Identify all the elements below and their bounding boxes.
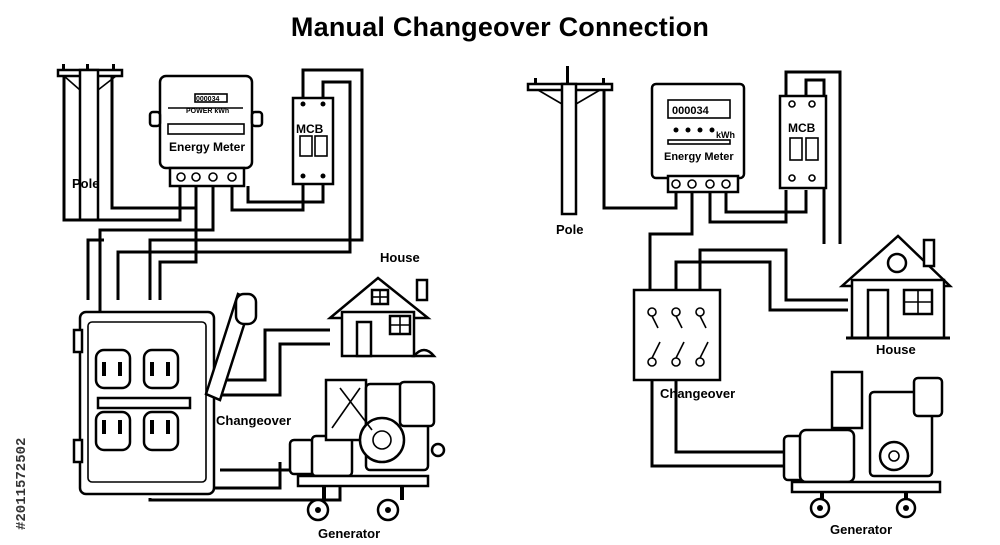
right-pole-label: Pole <box>556 222 583 237</box>
left-generator-icon <box>288 378 446 522</box>
left-house-label: House <box>380 250 420 265</box>
left-wires <box>62 68 364 502</box>
right-generator-label: Generator <box>830 522 892 537</box>
right-changeover-label: Changeover <box>660 386 735 401</box>
left-changeover-switch <box>72 292 258 496</box>
left-generator-label: Generator <box>318 526 380 541</box>
right-mcb <box>778 94 828 190</box>
left-diagram: Pole 000034 POWER kWh Energy Meter <box>56 64 446 541</box>
right-pole-icon <box>526 66 614 216</box>
left-meter-label: Energy Meter <box>169 140 245 154</box>
left-pole-icon <box>56 64 124 222</box>
right-energy-meter <box>650 82 746 194</box>
right-mcb-label: MCB <box>788 121 816 135</box>
page-title: Manual Changeover Connection <box>290 12 710 42</box>
right-diagram: Pole <box>526 66 954 537</box>
left-mcb-label: MCB <box>296 122 324 136</box>
left-mcb <box>291 96 335 186</box>
right-house-label: House <box>876 342 916 357</box>
right-meter-label: Energy Meter <box>664 151 734 163</box>
right-wires <box>602 70 848 468</box>
left-pole-label: Pole <box>72 176 99 191</box>
right-generator-icon <box>782 370 944 519</box>
left-changeover-label: Changeover <box>216 413 291 428</box>
left-house-icon <box>326 276 437 358</box>
left-meter-power-text: POWER kWh <box>186 108 229 115</box>
left-meter-reading: 000034 <box>196 96 219 103</box>
left-energy-meter <box>148 74 264 188</box>
right-changeover-switch <box>632 288 722 382</box>
right-house-icon <box>838 234 954 340</box>
right-meter-reading: 000034 <box>672 105 710 117</box>
right-meter-unit: kWh <box>716 130 735 140</box>
